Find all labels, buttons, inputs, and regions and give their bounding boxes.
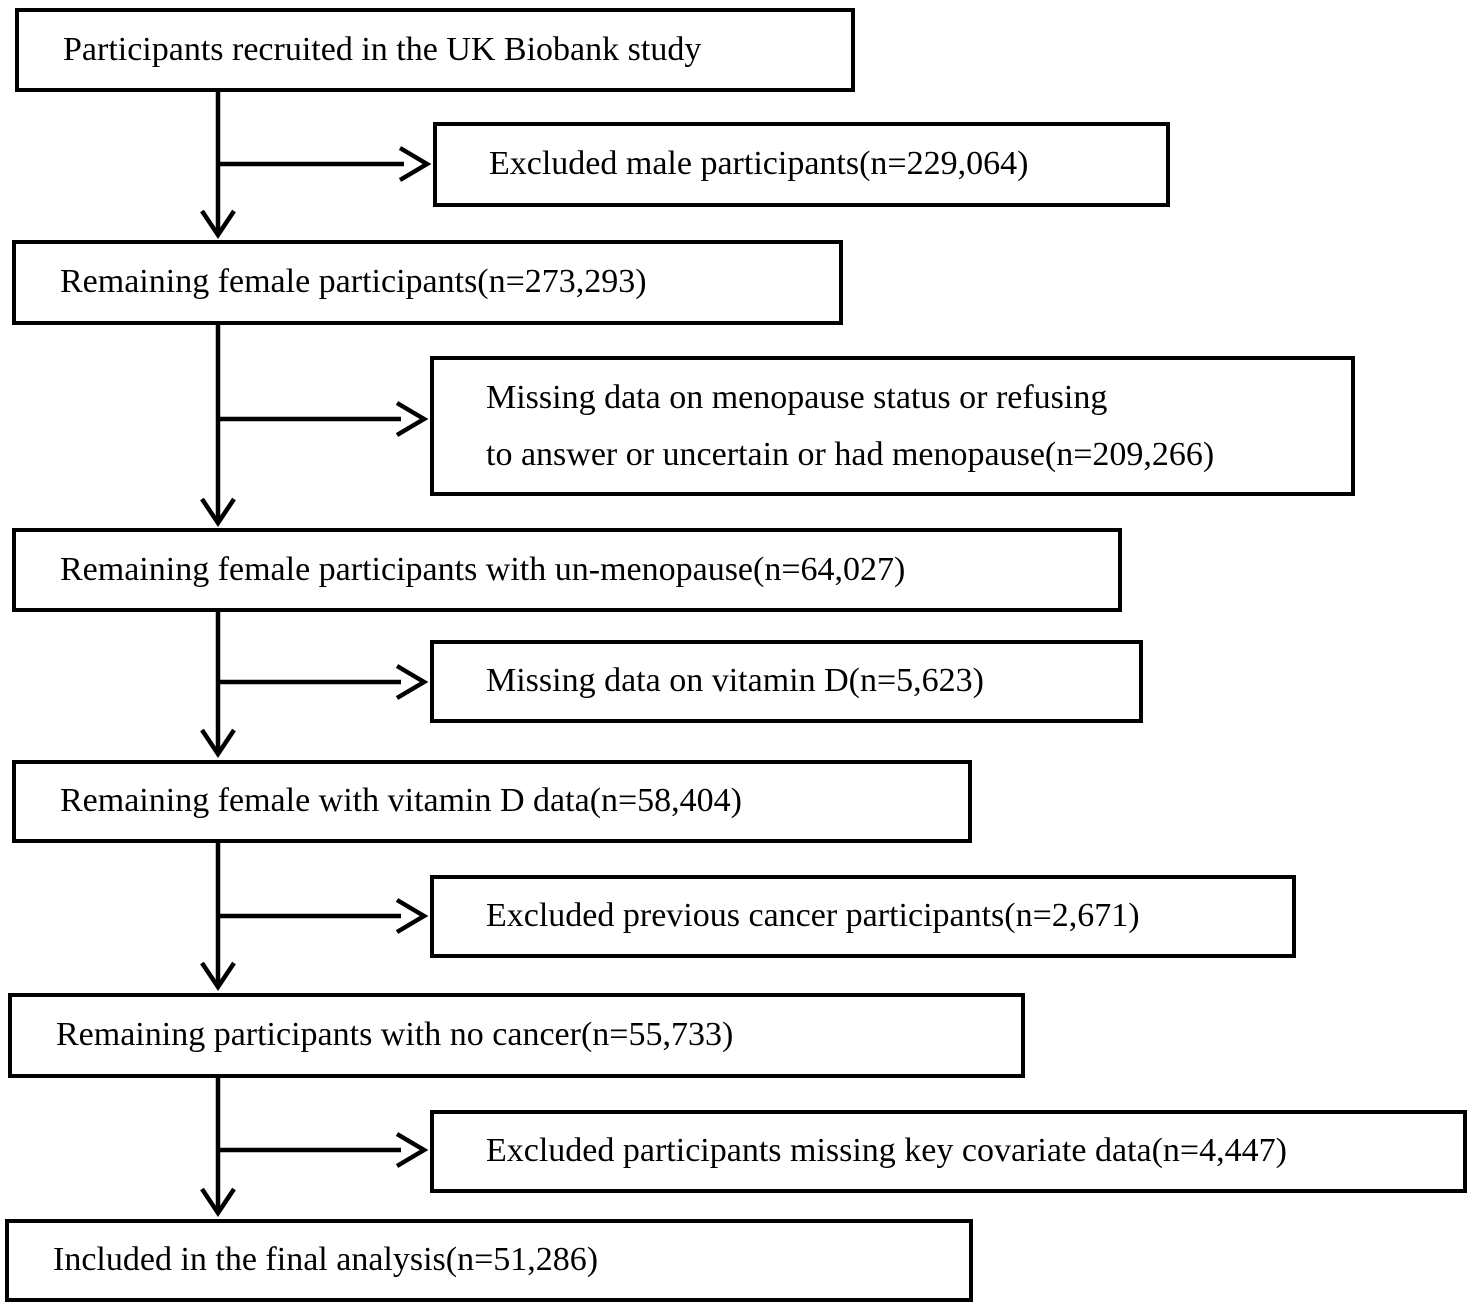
arrow-branch-exclusion-5 <box>218 1132 429 1168</box>
arrow-branch-exclusion-1 <box>218 146 432 182</box>
exclusion-box-missing-vitamin-d: Missing data on vitamin D(n=5,623) <box>430 640 1143 723</box>
exclusion-box-previous-cancer: Excluded previous cancer participants(n=… <box>430 875 1296 958</box>
step-box-vitamin-d-data: Remaining female with vitamin D data(n=5… <box>12 760 972 843</box>
step-label: Remaining participants with no cancer(n=… <box>56 1016 734 1054</box>
step-box-final-analysis: Included in the final analysis(n=51,286) <box>5 1219 973 1302</box>
arrow-down-5 <box>200 1078 236 1218</box>
arrow-branch-exclusion-3 <box>218 664 429 700</box>
exclusion-box-male-participants: Excluded male participants(n=229,064) <box>433 122 1170 207</box>
step-label: Remaining female participants(n=273,293) <box>60 263 647 301</box>
exclusion-label-line-2: to answer or uncertain or had menopause(… <box>486 436 1215 473</box>
exclusion-label: Excluded previous cancer participants(n=… <box>486 897 1140 935</box>
exclusion-box-menopause-status: Missing data on menopause status or refu… <box>430 356 1355 496</box>
step-label: Remaining female participants with un-me… <box>60 550 906 588</box>
exclusion-label-line-1: Missing data on menopause status or refu… <box>486 379 1108 416</box>
arrow-branch-exclusion-4 <box>218 898 429 934</box>
step-label: Remaining female with vitamin D data(n=5… <box>60 782 743 820</box>
exclusion-label: Missing data on vitamin D(n=5,623) <box>486 662 984 700</box>
arrow-branch-exclusion-2 <box>218 401 429 437</box>
exclusion-label: Excluded male participants(n=229,064) <box>489 145 1029 183</box>
exclusion-label-multiline: Missing data on menopause status or refu… <box>486 369 1214 483</box>
step-label: Participants recruited in the UK Biobank… <box>63 30 702 68</box>
step-box-un-menopause: Remaining female participants with un-me… <box>12 528 1122 612</box>
step-label: Included in the final analysis(n=51,286) <box>53 1241 599 1279</box>
step-box-no-cancer: Remaining participants with no cancer(n=… <box>8 993 1025 1078</box>
exclusion-box-missing-covariate: Excluded participants missing key covari… <box>430 1110 1467 1193</box>
arrow-down-2 <box>200 325 236 528</box>
exclusion-label: Excluded participants missing key covari… <box>486 1132 1287 1170</box>
step-box-remaining-female: Remaining female participants(n=273,293) <box>12 240 843 325</box>
step-box-recruited: Participants recruited in the UK Biobank… <box>15 8 855 92</box>
